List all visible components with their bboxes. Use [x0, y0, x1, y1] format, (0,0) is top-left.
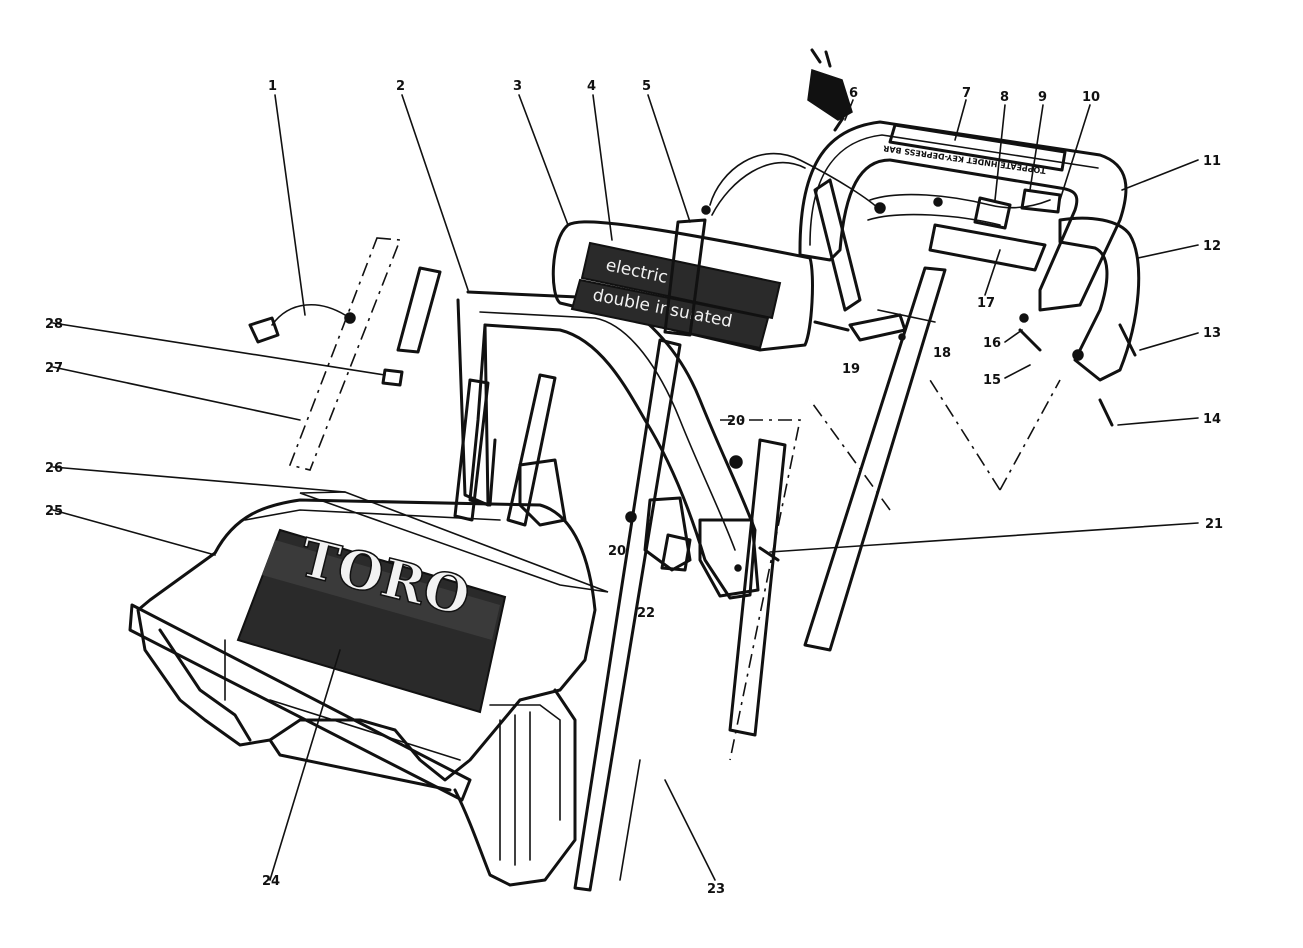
callout-7: 7 [962, 86, 971, 101]
callout-21: 21 [1205, 517, 1223, 532]
nut-20-left [625, 511, 637, 523]
handle-wiring [867, 188, 1084, 361]
callout-12: 12 [1203, 239, 1221, 254]
callout-25: 25 [45, 504, 63, 519]
callout-10: 10 [1082, 90, 1100, 105]
callout-5: 5 [642, 79, 651, 94]
callout-3: 3 [513, 79, 522, 94]
switch-assembly [248, 237, 442, 471]
callout-labels: 1 2 3 4 5 6 7 8 9 10 11 12 13 14 15 16 1… [45, 79, 1223, 897]
callout-1: 1 [268, 79, 277, 94]
callout-24: 24 [262, 874, 280, 889]
shield-plate [299, 491, 609, 593]
nut-20-right [729, 455, 743, 469]
side-tube-23 [573, 338, 682, 892]
upper-tube [663, 152, 881, 337]
callout-20b: 20 [608, 544, 626, 559]
callout-28: 28 [45, 317, 63, 332]
screw-21 [758, 546, 780, 562]
lower-handle-bar [803, 266, 947, 652]
screw-13 [1118, 323, 1137, 357]
callout-19: 19 [842, 362, 860, 377]
upper-handle: TOPPEATE HNDET KEY-DEPRESS BAR [798, 120, 1128, 312]
callout-8: 8 [1000, 90, 1009, 105]
control-panel [551, 220, 814, 352]
callout-9: 9 [1038, 90, 1047, 105]
bracket-22 [518, 458, 692, 572]
screw-19 [813, 320, 850, 332]
callout-6: 6 [849, 86, 858, 101]
callout-18: 18 [933, 346, 951, 361]
callout-16: 16 [983, 336, 1001, 351]
callout-13: 13 [1203, 326, 1221, 341]
screw-14 [1098, 398, 1114, 427]
callout-20a: 20 [727, 414, 745, 429]
callout-15: 15 [983, 373, 1001, 388]
callout-14: 14 [1203, 412, 1221, 427]
callout-4: 4 [587, 79, 596, 94]
power-plug [807, 48, 853, 132]
toro-decal: TORO [236, 526, 507, 714]
chute-housing [128, 498, 597, 887]
callout-2: 2 [396, 79, 405, 94]
electric-decal: electric double insulated [570, 241, 782, 350]
callout-17: 17 [977, 296, 995, 311]
clip-15 [1018, 328, 1042, 352]
pin-16 [1019, 313, 1029, 323]
callout-11: 11 [1203, 154, 1221, 169]
callout-27: 27 [45, 361, 63, 376]
callout-22: 22 [637, 606, 655, 621]
phantom-lines [720, 379, 1061, 761]
leader-lines [52, 94, 1199, 881]
hardware [625, 313, 1137, 562]
callout-23: 23 [707, 882, 725, 897]
operator-bar [813, 178, 1141, 382]
callout-26: 26 [45, 461, 63, 476]
